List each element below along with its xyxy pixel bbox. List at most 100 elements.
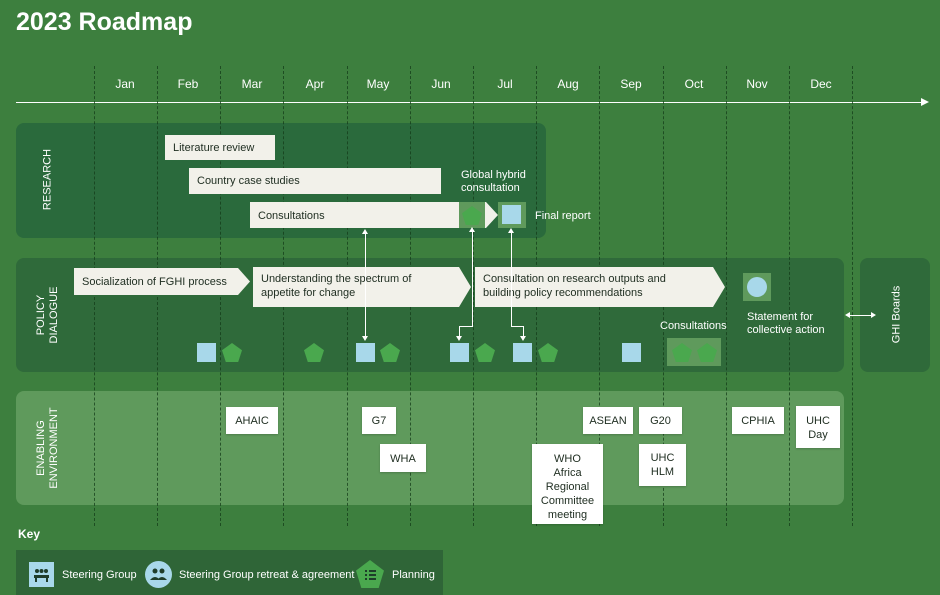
consultation-research-line-2: building policy recommendations [483, 287, 643, 299]
country-case-studies-bar: Country case studies [189, 168, 441, 194]
consultation-research-outputs-arrow: Consultation on research outputs and bui… [475, 267, 725, 307]
policy-label-line-1: POLICY [35, 294, 47, 336]
planning-pentagon-icon [672, 343, 692, 362]
event-asean: ASEAN [583, 407, 633, 434]
statement-line-2: collective action [747, 324, 825, 336]
planning-pentagon-icon [697, 343, 717, 362]
planning-pentagon-icon [475, 343, 495, 362]
connector-arrowhead [362, 336, 368, 341]
steering-group-square-icon [502, 205, 521, 224]
consultation-research-line-1: Consultation on research outputs and [483, 273, 666, 285]
month-label-sep: Sep [620, 77, 642, 91]
timeline-axis [16, 102, 922, 103]
connector-line [511, 233, 512, 326]
connector-line [523, 326, 524, 337]
understanding-line-2: appetite for change [261, 287, 356, 299]
event-cphia: CPHIA [732, 407, 784, 434]
month-divider [473, 66, 474, 526]
month-divider [789, 66, 790, 526]
connector-arrowhead [520, 336, 526, 341]
global-hybrid-line-2: consultation [461, 182, 520, 194]
planning-pentagon-icon [222, 343, 242, 362]
month-label-nov: Nov [746, 77, 768, 91]
group-people-icon [145, 561, 172, 588]
month-label-feb: Feb [177, 77, 199, 91]
enabling-environment-lane [16, 391, 844, 505]
ghi-boards-label: GHI Boards [890, 285, 903, 344]
key-label-steering-group: Steering Group [62, 569, 137, 581]
month-label-aug: Aug [557, 77, 579, 91]
planning-pentagon-icon [304, 343, 324, 362]
research-consultations-arrow: Consultations [250, 202, 498, 228]
month-label-jan: Jan [115, 77, 135, 91]
who-line-4: Committee [540, 495, 595, 507]
event-ahaic: AHAIC [226, 407, 278, 434]
who-line-2: Africa [553, 467, 582, 479]
key-label-planning: Planning [392, 569, 435, 581]
month-divider [94, 66, 95, 526]
month-divider [726, 66, 727, 526]
policy-dialogue-lane-label: POLICY DIALOGUE [35, 265, 61, 365]
month-divider [852, 66, 853, 526]
enabling-environment-lane-label: ENABLING ENVIRONMENT [35, 398, 61, 498]
connector-line [511, 326, 523, 327]
month-label-mar: Mar [241, 77, 263, 91]
literature-review-bar: Literature review [165, 135, 275, 160]
uhc-day-line-2: Day [808, 429, 828, 441]
enabling-label-line-1: ENABLING [35, 420, 47, 476]
planning-pentagon-icon [538, 343, 558, 362]
month-label-dec: Dec [810, 77, 832, 91]
final-report-label: Final report [535, 210, 591, 222]
steering-group-square-icon [356, 343, 375, 362]
month-label-apr: Apr [305, 77, 325, 91]
policy-label-line-2: DIALOGUE [48, 286, 60, 344]
understanding-spectrum-arrow: Understanding the spectrum of appetite f… [253, 267, 471, 307]
uhc-hlm-line-1: UHC [650, 452, 675, 464]
connector-arrowhead [362, 229, 368, 234]
event-who-africa-rcm: WHO Africa Regional Committee meeting [532, 444, 603, 524]
connector-line [459, 326, 460, 337]
planning-pentagon-icon [462, 206, 482, 225]
timeline-arrowhead [921, 98, 929, 106]
understanding-line-1: Understanding the spectrum of [261, 273, 412, 285]
statement-collective-action-label: Statement for collective action [747, 311, 825, 337]
month-divider [157, 66, 158, 526]
steering-retreat-circle-icon [747, 277, 767, 297]
research-lane-label: RESEARCH [41, 148, 54, 211]
uhc-day-line-1: UHC [806, 415, 830, 427]
people-at-table-icon [29, 562, 54, 587]
enabling-label-line-2: ENVIRONMENT [48, 407, 60, 489]
event-g20: G20 [639, 407, 682, 434]
month-label-jul: Jul [497, 77, 513, 91]
month-divider [220, 66, 221, 526]
connector-arrowhead [456, 336, 462, 341]
who-line-3: Regional [545, 481, 590, 493]
who-line-1: WHO [554, 453, 581, 465]
steering-group-square-icon [513, 343, 532, 362]
month-label-oct: Oct [684, 77, 704, 91]
global-hybrid-consultation-label: Global hybrid consultation [461, 169, 526, 195]
connector-line [365, 234, 366, 337]
who-line-5: meeting [547, 509, 588, 521]
event-wha: WHA [380, 444, 426, 472]
month-label-jun: Jun [431, 77, 451, 91]
boards-connector-line [849, 315, 871, 316]
connector-arrowhead [508, 228, 514, 233]
page-title: 2023 Roadmap [16, 8, 193, 36]
global-hybrid-line-1: Global hybrid [461, 169, 526, 181]
month-label-may: May [366, 77, 390, 91]
key-title: Key [18, 527, 41, 541]
connector-line [472, 232, 473, 326]
boards-connector-arrowhead [871, 312, 876, 318]
key-label-retreat: Steering Group retreat & agreement [179, 569, 355, 581]
statement-line-1: Statement for [747, 311, 814, 323]
connector-arrowhead [469, 227, 475, 232]
steering-group-square-icon [197, 343, 216, 362]
steering-group-square-icon [450, 343, 469, 362]
steering-group-square-icon [622, 343, 641, 362]
uhc-hlm-line-2: HLM [650, 466, 675, 478]
socialization-arrow: Socialization of FGHI process [74, 268, 250, 295]
event-g7: G7 [362, 407, 396, 434]
event-uhc-day: UHC Day [796, 406, 840, 448]
